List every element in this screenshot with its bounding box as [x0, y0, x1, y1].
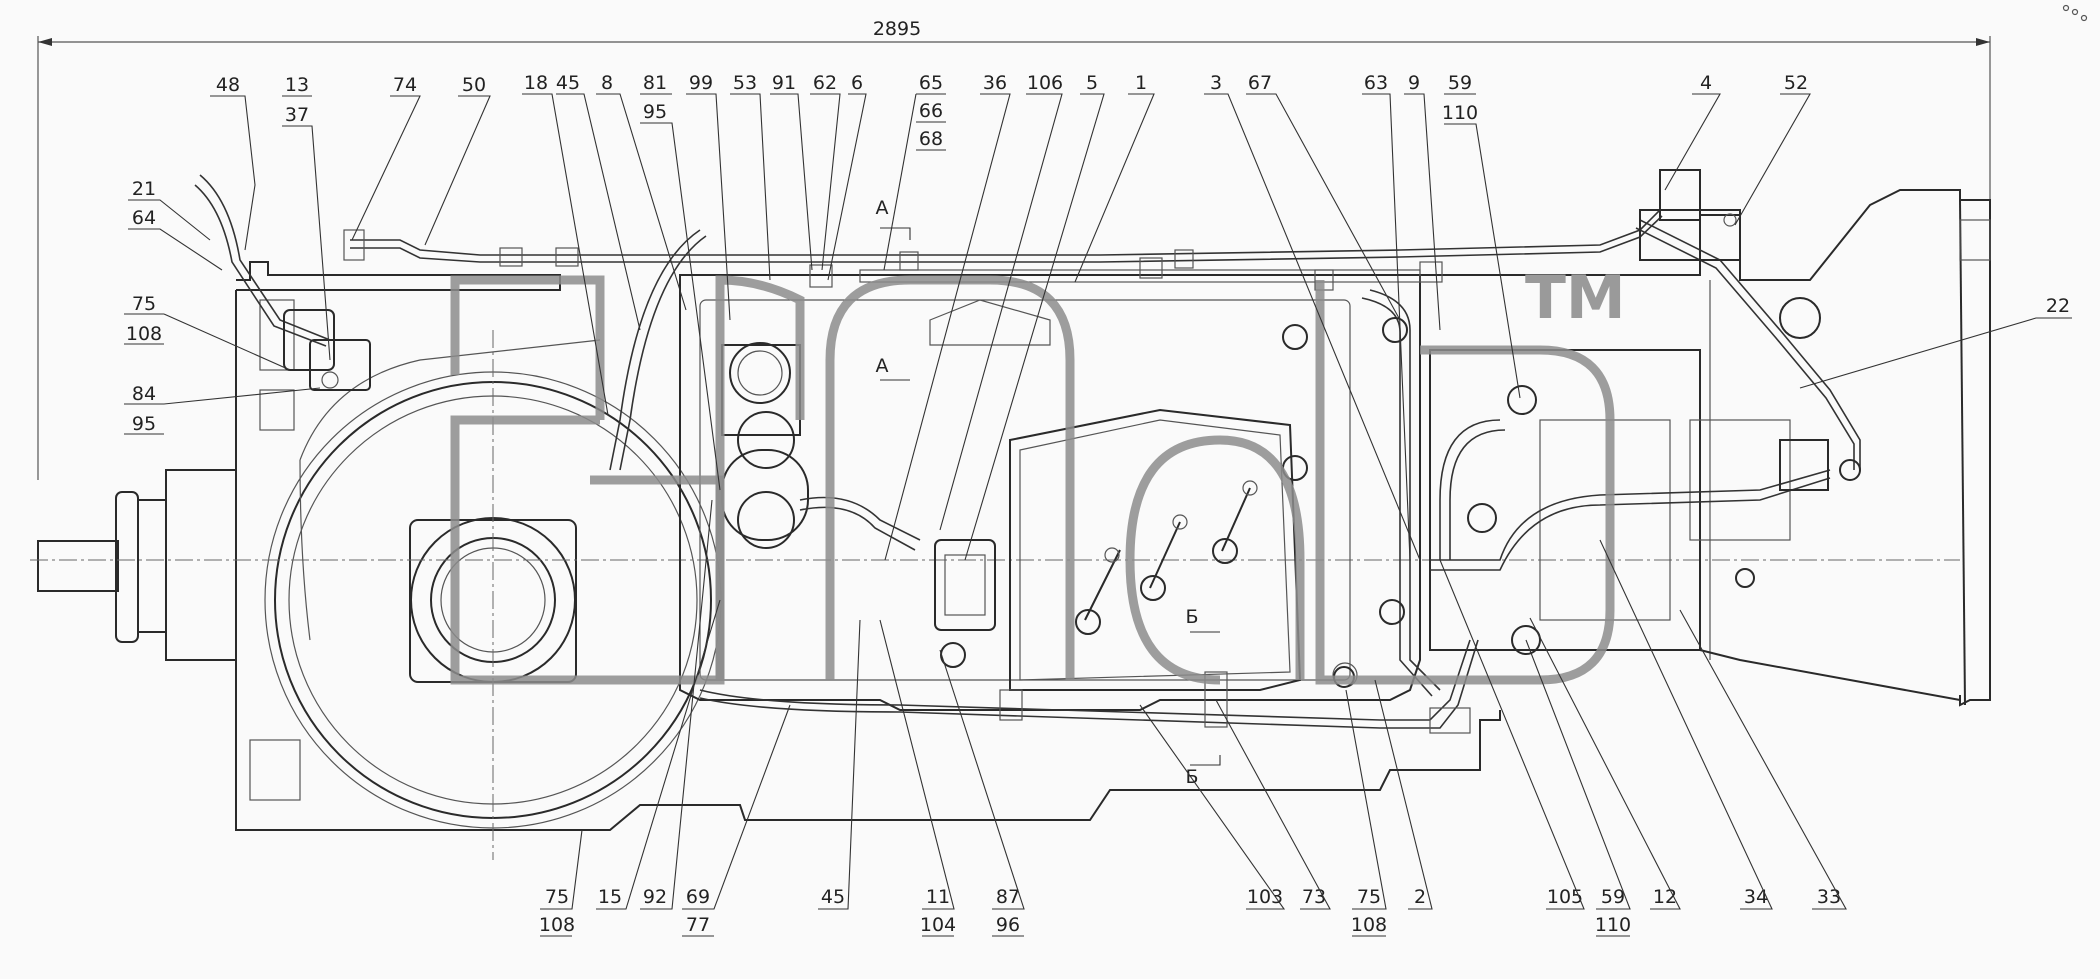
callout-99: 99 — [689, 72, 713, 94]
dimension-text: 2895 — [873, 18, 921, 40]
callout-21: 21 — [132, 178, 156, 200]
callout-73: 73 — [1302, 886, 1326, 908]
callout-108-upper: 108 — [126, 323, 162, 345]
callout-75-upper: 75 — [132, 293, 156, 315]
callout-45-bottom: 45 — [821, 886, 845, 908]
callout-62: 62 — [813, 72, 837, 94]
callout-106: 106 — [1027, 72, 1063, 94]
callout-75-bottom-mid: 75 — [1357, 886, 1381, 908]
callout-6: 6 — [851, 72, 863, 94]
callout-15: 15 — [598, 886, 622, 908]
callout-1: 1 — [1135, 72, 1147, 94]
callout-96: 96 — [996, 914, 1020, 936]
callout-74: 74 — [393, 74, 417, 96]
callout-8: 8 — [601, 72, 613, 94]
callouts-bottom: 75 108 15 92 69 77 45 11 104 87 96 103 7… — [539, 499, 1847, 937]
callout-92: 92 — [643, 886, 667, 908]
watermark-logo: TM — [450, 263, 1626, 685]
callout-67: 67 — [1248, 72, 1272, 94]
section-mark-a-bottom: А — [876, 355, 889, 377]
callout-105: 105 — [1547, 886, 1583, 908]
callout-103: 103 — [1247, 886, 1283, 908]
callout-84: 84 — [132, 383, 156, 405]
callout-13: 13 — [285, 74, 309, 96]
section-mark-b-top: Б — [1185, 606, 1198, 628]
callout-68: 68 — [919, 128, 943, 150]
callout-53: 53 — [733, 72, 757, 94]
callout-2: 2 — [1414, 886, 1426, 908]
callout-69: 69 — [686, 886, 710, 908]
callout-65: 65 — [919, 72, 943, 94]
callout-108-bottom-mid: 108 — [1351, 914, 1387, 936]
callout-63: 63 — [1364, 72, 1388, 94]
callout-108-bottom-left: 108 — [539, 914, 575, 936]
callout-59-top: 59 — [1448, 72, 1472, 94]
callout-81: 81 — [643, 72, 667, 94]
corner-mark — [2062, 4, 2088, 22]
callout-11: 11 — [926, 886, 950, 908]
callout-95-top: 95 — [643, 101, 667, 123]
callout-110-bottom: 110 — [1595, 914, 1631, 936]
callout-75-bottom-left: 75 — [545, 886, 569, 908]
callout-45-top: 45 — [556, 72, 580, 94]
callout-33: 33 — [1817, 886, 1841, 908]
callout-110-top: 110 — [1442, 102, 1478, 124]
callout-52: 52 — [1784, 72, 1808, 94]
top-piping — [194, 169, 1861, 697]
callout-66: 66 — [919, 100, 943, 122]
section-marks: А А Б Б — [876, 197, 1221, 788]
callout-3: 3 — [1210, 72, 1222, 94]
callout-91: 91 — [772, 72, 796, 94]
callout-9: 9 — [1408, 72, 1420, 94]
callout-59-bottom: 59 — [1601, 886, 1625, 908]
transmission-housing — [30, 189, 1991, 860]
callout-104: 104 — [920, 914, 956, 936]
callout-34: 34 — [1744, 886, 1768, 908]
callout-22: 22 — [2046, 295, 2070, 317]
overall-dimension: 2895 — [37, 18, 1991, 480]
callout-95-left: 95 — [132, 413, 156, 435]
callouts-top: 48 13 37 74 50 21 64 75 108 84 95 18 45 … — [124, 72, 2072, 561]
callout-36: 36 — [983, 72, 1007, 94]
callout-77: 77 — [686, 914, 710, 936]
callout-48: 48 — [216, 74, 240, 96]
callout-4: 4 — [1700, 72, 1712, 94]
callout-87: 87 — [996, 886, 1020, 908]
callout-18: 18 — [524, 72, 548, 94]
callout-37: 37 — [285, 104, 309, 126]
callout-5: 5 — [1086, 72, 1098, 94]
watermark-tm: TM — [1525, 263, 1626, 333]
section-mark-a-top: А — [876, 197, 889, 219]
callout-64: 64 — [132, 207, 156, 229]
callout-50: 50 — [462, 74, 486, 96]
